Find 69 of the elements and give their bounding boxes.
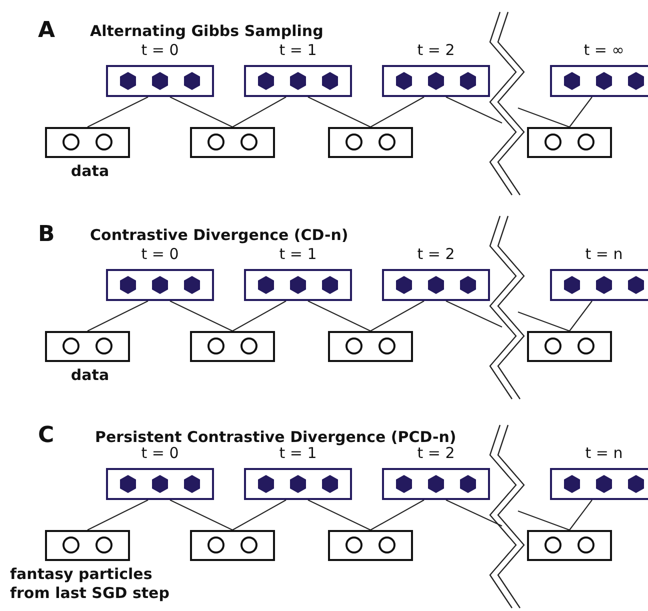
visible-layer-box (328, 127, 413, 158)
panel-letter: B (38, 222, 55, 247)
time-step-label: t = n (585, 444, 623, 462)
visible-layer-box (45, 127, 130, 158)
connector-line (170, 96, 233, 128)
node-label: data (70, 366, 110, 385)
hidden-layer-box (244, 468, 352, 500)
hidden-layer-box (382, 468, 490, 500)
connector-line (87, 500, 148, 530)
hidden-layer-box (382, 269, 490, 301)
connector-line (446, 300, 502, 328)
panel-letter: C (38, 423, 54, 448)
time-step-label: t = 2 (417, 245, 455, 263)
visible-layer-box (328, 331, 413, 362)
time-step-label: t = 2 (417, 444, 455, 462)
connector-line (308, 500, 371, 530)
node-label: fantasy particles from last SGD step (10, 565, 170, 603)
hidden-layer-box (106, 269, 214, 301)
hidden-layer-box (382, 65, 490, 97)
visible-layer-box (45, 530, 130, 561)
visible-layer-box (328, 530, 413, 561)
time-step-label: t = 1 (279, 444, 317, 462)
visible-layer-box (45, 331, 130, 362)
connector-line (170, 500, 233, 530)
hidden-layer-box (106, 65, 214, 97)
time-step-label: t = 1 (279, 245, 317, 263)
hidden-layer-box (550, 468, 648, 500)
connector-line (308, 96, 371, 128)
visible-layer-box (527, 530, 612, 561)
panel-title: Contrastive Divergence (CD-n) (90, 226, 348, 244)
connector-line (87, 96, 148, 128)
hidden-layer-box (244, 65, 352, 97)
visible-layer-box (190, 127, 275, 158)
panel-title: Alternating Gibbs Sampling (90, 22, 324, 40)
connector-line (370, 96, 424, 128)
hidden-layer-box (244, 269, 352, 301)
connector-line (232, 96, 286, 128)
connector-line (446, 500, 502, 526)
connector-line (232, 300, 286, 332)
hidden-layer-box (550, 269, 648, 301)
visible-layer-box (190, 530, 275, 561)
panel-title: Persistent Contrastive Divergence (PCD-n) (95, 428, 456, 446)
connector-line (518, 510, 570, 531)
connector-line (569, 500, 592, 530)
time-step-label: t = 0 (141, 245, 179, 263)
connector-line (308, 300, 371, 332)
time-step-label: t = 2 (417, 41, 455, 59)
visible-layer-box (190, 331, 275, 362)
hidden-layer-box (550, 65, 648, 97)
connector-line (370, 300, 424, 332)
connector-line (569, 96, 592, 128)
connector-line (87, 300, 148, 332)
time-step-label: t = n (585, 245, 623, 263)
connector-line (569, 300, 592, 332)
connector-line (370, 500, 424, 530)
time-step-label: t = ∞ (584, 41, 624, 59)
connector-line (170, 300, 233, 332)
time-step-label: t = 0 (141, 444, 179, 462)
connector-line (518, 107, 570, 128)
time-step-label: t = 0 (141, 41, 179, 59)
hidden-layer-box (106, 468, 214, 500)
node-label: data (70, 162, 110, 181)
connector-line (446, 96, 502, 124)
connector-line (232, 500, 286, 530)
connector-line (518, 311, 570, 332)
visible-layer-box (527, 331, 612, 362)
time-step-label: t = 1 (279, 41, 317, 59)
panel-letter: A (38, 18, 56, 43)
visible-layer-box (527, 127, 612, 158)
